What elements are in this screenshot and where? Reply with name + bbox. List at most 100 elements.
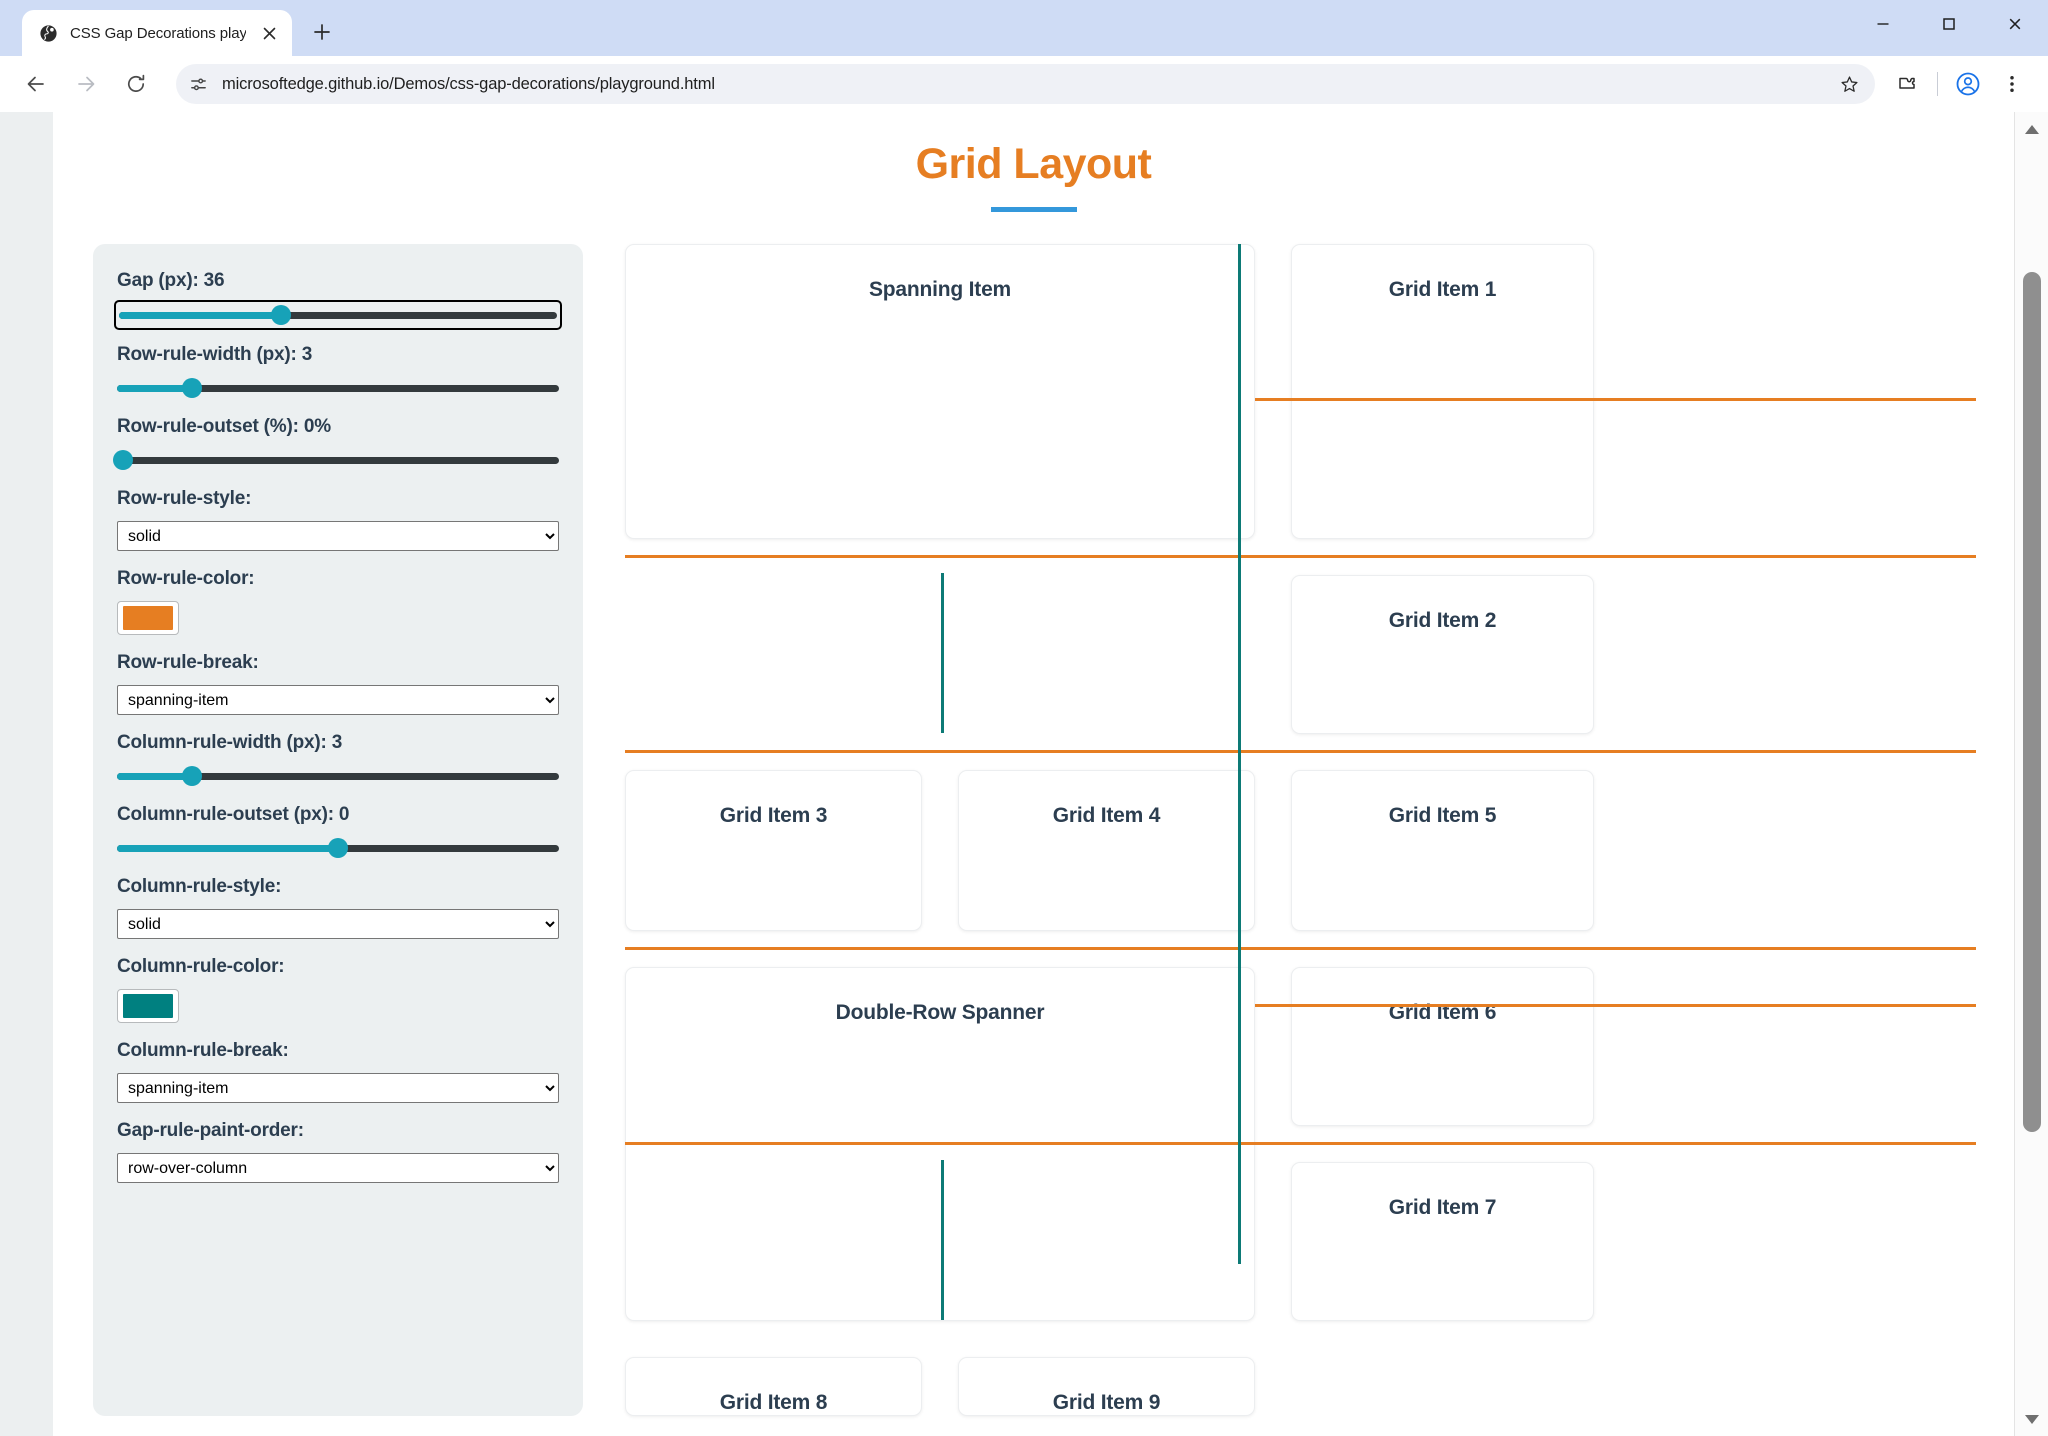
row-rule-line-col3 xyxy=(1255,1004,1976,1007)
window-controls xyxy=(1850,0,2048,56)
row-rule-color-swatch xyxy=(123,606,173,630)
row-rule-outset-slider[interactable] xyxy=(112,449,559,471)
control-row-rule-break: Row-rule-break: spanning-item xyxy=(117,652,559,715)
row-rule-outset-thumb[interactable] xyxy=(112,450,133,470)
control-row-rule-width: Row-rule-width (px): 3 xyxy=(117,344,559,399)
grid-cell-8: Grid Item 8 xyxy=(625,1357,922,1416)
row-rule-line xyxy=(625,947,1976,950)
scroll-down-arrow-icon[interactable] xyxy=(2015,1402,2048,1436)
column-rule-line-minor xyxy=(941,1160,944,1320)
forward-arrow-icon[interactable] xyxy=(64,62,108,106)
column-rule-outset-thumb[interactable] xyxy=(328,838,348,858)
gap-slider-track xyxy=(119,305,557,325)
control-label-row-rule-width: Row-rule-width (px): 3 xyxy=(117,344,313,365)
control-column-rule-color: Column-rule-color: xyxy=(117,956,559,1023)
column-rule-outset-track xyxy=(117,838,559,858)
grid-cell-1: Grid Item 1 xyxy=(1291,244,1594,539)
column-rule-width-track xyxy=(117,766,559,786)
column-rule-width-thumb[interactable] xyxy=(182,766,203,786)
row-rule-line xyxy=(625,555,1976,558)
close-icon[interactable] xyxy=(258,22,280,44)
control-column-rule-outset: Column-rule-outset (px): 0 xyxy=(117,804,559,859)
title-bar: CSS Gap Decorations playground xyxy=(0,0,2048,56)
page-layout: Gap (px): 36 Row-rule-width (px): 3 xyxy=(53,212,2014,1416)
grid-item-label: Grid Item 9 xyxy=(1052,1391,1161,1414)
row-rule-line-col3 xyxy=(1255,398,1976,401)
tab-title: CSS Gap Decorations playground xyxy=(70,24,246,42)
profile-avatar-icon[interactable] xyxy=(1946,62,1990,106)
reload-icon[interactable] xyxy=(114,62,158,106)
grid-cell-6: Grid Item 6 xyxy=(1291,967,1594,1126)
row-rule-width-slider[interactable] xyxy=(117,377,559,399)
column-rule-style-select[interactable]: solid xyxy=(117,909,559,939)
row-rule-width-track xyxy=(117,378,559,398)
column-rule-break-select[interactable]: spanning-item xyxy=(117,1073,559,1103)
control-label-row-rule-style: Row-rule-style: xyxy=(117,488,252,509)
demo-grid: Spanning Item Grid Item 1 Grid Item 2 Gr… xyxy=(625,244,1976,1416)
row-rule-break-select[interactable]: spanning-item xyxy=(117,685,559,715)
page-scrollbar[interactable] xyxy=(2014,112,2048,1436)
column-rule-color-swatch xyxy=(123,994,173,1018)
tab-strip: CSS Gap Decorations playground xyxy=(0,0,2048,56)
site-settings-icon[interactable] xyxy=(182,68,214,100)
column-rule-outset-fill xyxy=(117,844,338,852)
page-title: Grid Layout xyxy=(915,140,1152,188)
control-label-column-rule-outset: Column-rule-outset (px): 0 xyxy=(117,804,350,825)
column-rule-line-major xyxy=(1238,244,1241,1264)
minimize-icon[interactable] xyxy=(1850,0,1916,48)
grid-item-label: Grid Item 2 xyxy=(1388,609,1497,632)
page-content: Grid Layout Gap (px): 36 xyxy=(53,112,2014,1436)
row-rule-outset-track xyxy=(112,450,559,470)
grid-item-label: Grid Item 5 xyxy=(1388,804,1497,827)
row-rule-width-fill xyxy=(117,384,193,392)
row-rule-width-thumb[interactable] xyxy=(182,378,203,398)
grid-item-label: Grid Item 7 xyxy=(1388,1196,1497,1219)
grid-cell-3: Grid Item 3 xyxy=(625,770,922,931)
control-label-column-rule-color: Column-rule-color: xyxy=(117,956,285,977)
new-tab-button[interactable] xyxy=(302,12,342,52)
three-dot-menu-icon[interactable] xyxy=(1990,62,2034,106)
control-column-rule-break: Column-rule-break: spanning-item xyxy=(117,1040,559,1103)
gap-slider-thumb[interactable] xyxy=(271,305,292,325)
grid-cell-9: Grid Item 9 xyxy=(958,1357,1255,1416)
grid-item-label: Grid Item 3 xyxy=(719,804,828,827)
control-gap-rule-paint-order: Gap-rule-paint-order: row-over-column xyxy=(117,1120,559,1183)
column-rule-line-minor xyxy=(941,573,944,733)
grid-cell-7: Grid Item 7 xyxy=(1291,1162,1594,1321)
gap-slider[interactable] xyxy=(114,300,562,330)
grid-cell-spanning-item: Spanning Item xyxy=(625,244,1255,539)
star-icon[interactable] xyxy=(1831,66,1867,102)
address-bar[interactable]: microsoftedge.github.io/Demos/css-gap-de… xyxy=(176,64,1875,104)
grid-item-label: Grid Item 8 xyxy=(719,1391,828,1414)
control-gap: Gap (px): 36 xyxy=(114,270,562,330)
browser-tab[interactable]: CSS Gap Decorations playground xyxy=(22,10,292,56)
gap-rule-paint-order-select[interactable]: row-over-column xyxy=(117,1153,559,1183)
column-rule-width-slider[interactable] xyxy=(117,765,559,787)
maximize-icon[interactable] xyxy=(1916,0,1982,48)
window-close-icon[interactable] xyxy=(1982,0,2048,48)
row-rule-line xyxy=(625,1142,1976,1145)
url-text[interactable]: microsoftedge.github.io/Demos/css-gap-de… xyxy=(222,74,715,93)
extensions-puzzle-icon[interactable] xyxy=(1885,62,1929,106)
title-underline xyxy=(990,207,1077,212)
page-viewport: Grid Layout Gap (px): 36 xyxy=(0,112,2048,1436)
control-row-rule-color: Row-rule-color: xyxy=(117,568,559,635)
row-rule-style-select[interactable]: solid xyxy=(117,521,559,551)
control-label-row-rule-outset: Row-rule-outset (%): 0% xyxy=(117,416,331,437)
scroll-up-arrow-icon[interactable] xyxy=(2015,112,2048,146)
scrollbar-thumb[interactable] xyxy=(2023,272,2041,1132)
column-rule-outset-slider[interactable] xyxy=(117,837,559,859)
grid-cell-4: Grid Item 4 xyxy=(958,770,1255,931)
grid-item-label: Double-Row Spanner xyxy=(835,1001,1045,1024)
grid-item-label: Grid Item 4 xyxy=(1052,804,1161,827)
column-rule-color-picker[interactable] xyxy=(117,989,179,1023)
row-rule-color-picker[interactable] xyxy=(117,601,179,635)
control-label-row-rule-break: Row-rule-break: xyxy=(117,652,259,673)
control-label-column-rule-style: Column-rule-style: xyxy=(117,876,282,897)
grid-item-label: Grid Item 6 xyxy=(1388,1001,1497,1024)
back-arrow-icon[interactable] xyxy=(14,62,58,106)
column-rule-width-fill xyxy=(117,772,193,780)
control-label-gap: Gap (px): 36 xyxy=(117,270,225,291)
control-row-rule-outset: Row-rule-outset (%): 0% xyxy=(112,416,559,471)
